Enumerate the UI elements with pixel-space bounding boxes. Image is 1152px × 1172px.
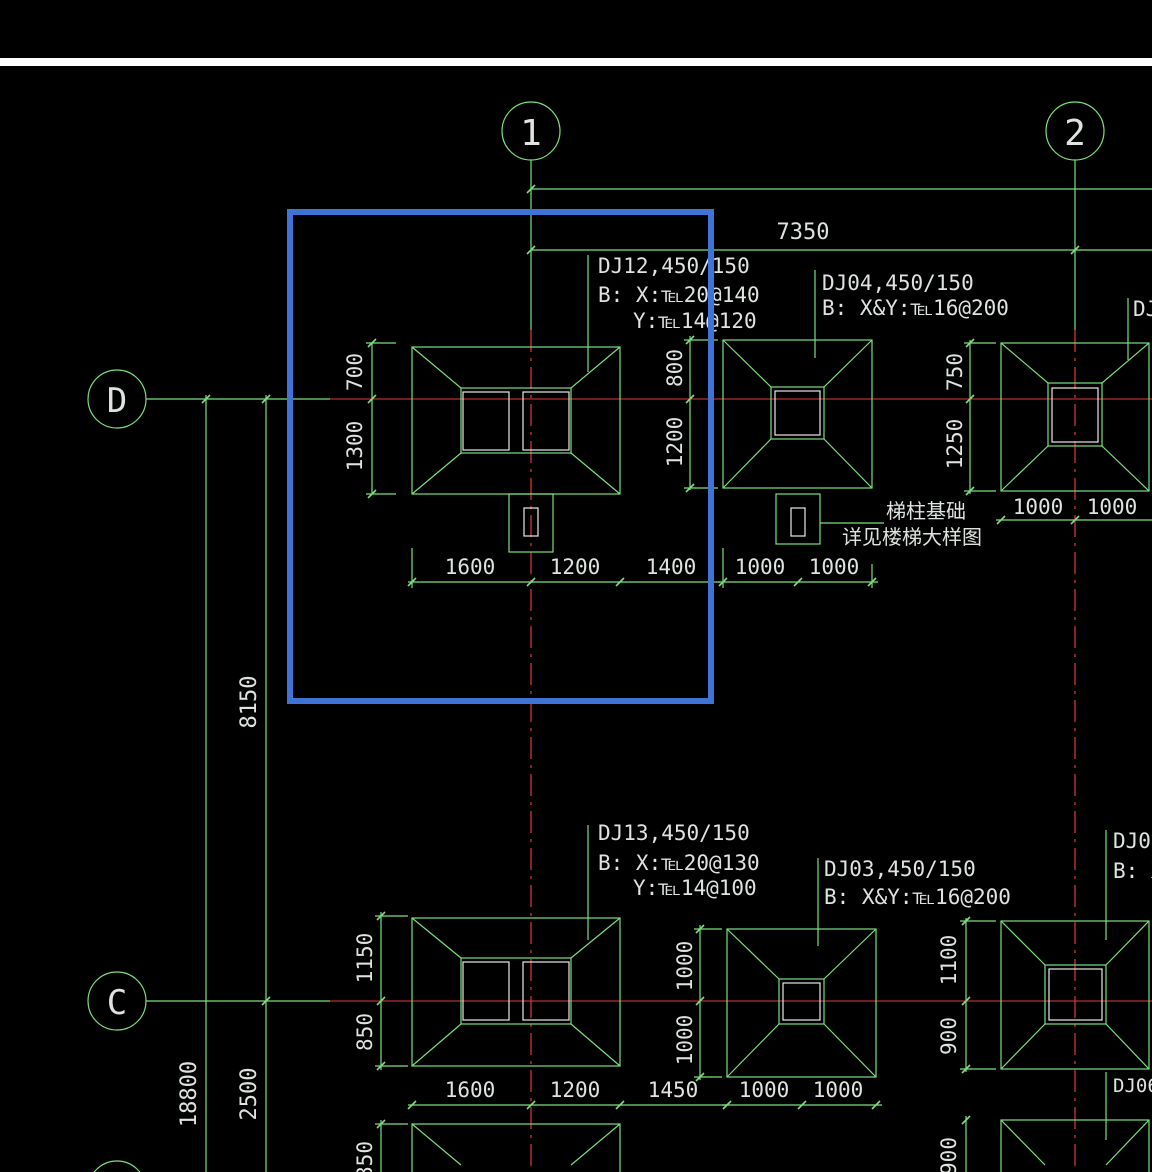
footing-dj04[interactable]: 梯柱基础 详见楼梯大样图 DJ04,450/150 B: X&Y:℡16@200…	[663, 270, 1009, 588]
svg-text:D: D	[107, 381, 127, 421]
svg-text:1: 1	[520, 113, 542, 154]
axis-bubble-C: C	[87, 971, 147, 1031]
top-dimension: 7350	[526, 184, 1152, 255]
svg-text:1150: 1150	[353, 933, 377, 984]
title-band	[0, 0, 1152, 58]
axis-bubble-2: 2	[1045, 101, 1105, 161]
svg-text:750: 750	[943, 353, 967, 391]
dj03-name: DJ03,450/150	[824, 857, 976, 881]
dim-18800: 18800	[177, 1061, 202, 1127]
svg-text:DJ06: DJ06	[1113, 1075, 1152, 1097]
svg-text:1200: 1200	[550, 1078, 601, 1102]
dj03-rebar: B: X&Y:℡16@200	[824, 885, 1011, 909]
svg-text:1000: 1000	[1087, 495, 1138, 519]
dj04-rebar: B: X&Y:℡16@200	[822, 296, 1009, 320]
axis-bubble-D: D	[87, 369, 147, 429]
svg-text:1450: 1450	[648, 1078, 699, 1102]
footing-bottom-right[interactable]: DJ06 900	[937, 1072, 1152, 1172]
svg-text:1200: 1200	[550, 555, 601, 579]
dim-8150: 8150	[237, 676, 262, 729]
dj12-rebar-x: B: X:℡20@140	[598, 283, 760, 307]
svg-text:C: C	[107, 983, 127, 1023]
svg-text:900: 900	[937, 1017, 961, 1055]
svg-text:900: 900	[937, 1137, 961, 1172]
footing-dj12[interactable]: DJ12,450/150 B: X:℡20@140 Y:℡14@120 700 …	[343, 254, 760, 588]
footing-bottom-left[interactable]: 850	[353, 1119, 621, 1172]
dj13-rebar-x: B: X:℡20@130	[598, 851, 760, 875]
left-dimension: 8150 18800 2500	[177, 394, 271, 1172]
svg-text:1200: 1200	[663, 417, 687, 468]
divider-bar	[0, 58, 1152, 66]
svg-text:1000: 1000	[735, 555, 786, 579]
svg-text:1600: 1600	[445, 1078, 496, 1102]
footing-right-mid[interactable]: DJ0 B: X 1100 900	[937, 829, 1152, 1074]
selection-highlight-box	[287, 209, 714, 704]
svg-text:2: 2	[1064, 113, 1086, 154]
dj12-rebar-y: Y:℡14@120	[633, 309, 757, 333]
svg-text:850: 850	[353, 1013, 377, 1051]
svg-text:1000: 1000	[739, 1078, 790, 1102]
svg-text:1600: 1600	[445, 555, 496, 579]
svg-text:800: 800	[663, 349, 687, 387]
svg-text:DJ0: DJ0	[1113, 829, 1151, 853]
svg-text:1300: 1300	[343, 421, 367, 472]
dim-7350: 7350	[777, 220, 830, 245]
dj04-name: DJ04,450/150	[822, 271, 974, 295]
stair-note-2: 详见楼梯大样图	[842, 525, 982, 549]
axis-bubble-1: 1	[501, 101, 561, 161]
footing-dj03[interactable]: DJ03,450/150 B: X&Y:℡16@200 1000 1000 10…	[673, 857, 1011, 1110]
svg-text:1400: 1400	[646, 555, 697, 579]
svg-text:DJ: DJ	[1133, 297, 1152, 321]
footing-dj13[interactable]: DJ13,450/150 B: X:℡20@130 Y:℡14@100 1150…	[353, 821, 760, 1110]
svg-text:1000: 1000	[813, 1078, 864, 1102]
svg-text:1100: 1100	[937, 935, 961, 986]
svg-text:1000: 1000	[1013, 495, 1064, 519]
dim-2500: 2500	[237, 1068, 262, 1121]
dj12-name: DJ12,450/150	[598, 254, 750, 278]
svg-text:1000: 1000	[809, 555, 860, 579]
axis-lines	[146, 160, 1152, 1172]
svg-text:1250: 1250	[943, 419, 967, 470]
dj13-name: DJ13,450/150	[598, 821, 750, 845]
footing-right-top[interactable]: DJ 750 1250 1000 1000	[943, 297, 1152, 525]
stair-note-1: 梯柱基础	[886, 499, 966, 523]
svg-text:700: 700	[343, 353, 367, 391]
dj13-rebar-y: Y:℡14@100	[633, 876, 757, 900]
svg-text:850: 850	[353, 1141, 377, 1172]
axis-bubble-partial	[93, 1160, 141, 1172]
svg-text:B: X: B: X	[1113, 859, 1152, 883]
svg-text:1000: 1000	[673, 1015, 697, 1066]
svg-text:1000: 1000	[673, 941, 697, 992]
